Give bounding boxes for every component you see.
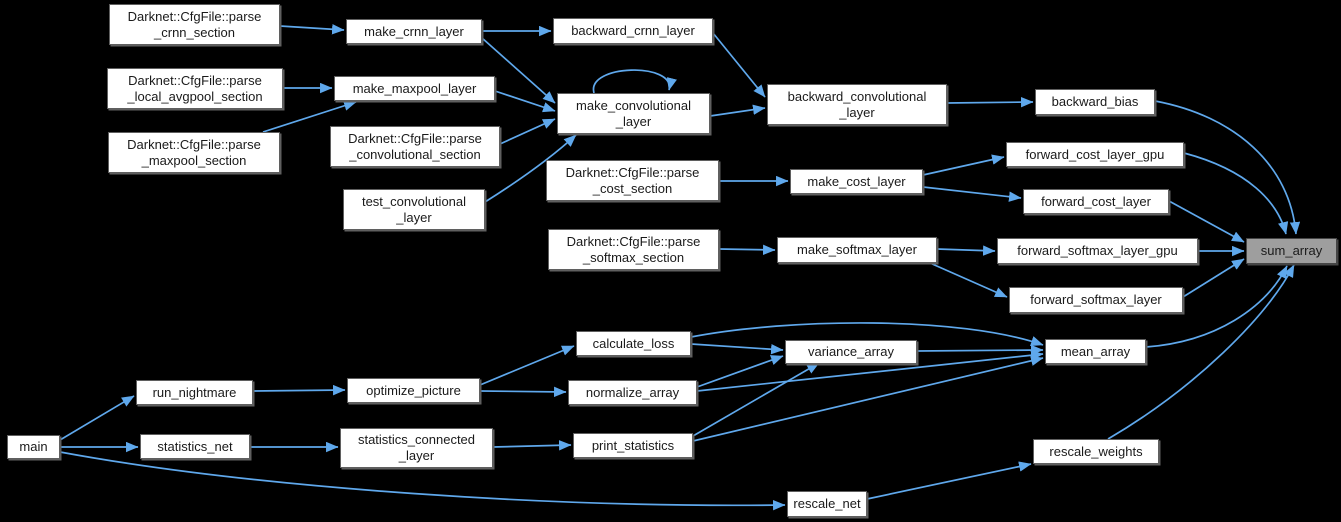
node-variance_array[interactable]: variance_array bbox=[785, 340, 917, 364]
node-optimize_picture[interactable]: optimize_picture bbox=[347, 378, 480, 403]
node-forward_softmax_layer_gpu[interactable]: forward_softmax_layer_gpu bbox=[997, 238, 1198, 264]
edge-mean_array-to-sum_array bbox=[1145, 265, 1288, 348]
edge-optimize_picture-to-calculate_loss bbox=[479, 345, 575, 386]
node-parse_softmax_section[interactable]: Darknet::CfgFile::parse _softmax_section bbox=[548, 229, 719, 270]
edge-make_crnn_layer-to-make_convolutional_layer bbox=[481, 37, 556, 104]
edge-make_maxpool_layer-to-make_convolutional_layer bbox=[494, 90, 556, 113]
edge-backward_crnn_layer-to-backward_convolutional_layer bbox=[712, 32, 766, 98]
node-parse_local_avgpool_section[interactable]: Darknet::CfgFile::parse _local_avgpool_s… bbox=[107, 68, 283, 109]
node-main[interactable]: main bbox=[7, 435, 60, 459]
edge-main-to-rescale_net bbox=[59, 451, 786, 511]
node-parse_maxpool_section[interactable]: Darknet::CfgFile::parse _maxpool_section bbox=[108, 132, 280, 173]
node-parse_convolutional_section[interactable]: Darknet::CfgFile::parse _convolutional_s… bbox=[330, 126, 500, 167]
edge-parse_softmax_section-to-make_softmax_layer bbox=[718, 244, 776, 255]
node-forward_softmax_layer[interactable]: forward_softmax_layer bbox=[1009, 287, 1183, 313]
edge-rescale_net-to-rescale_weights bbox=[866, 461, 1032, 500]
node-make_convolutional_layer[interactable]: make_convolutional _layer bbox=[557, 93, 710, 134]
node-statistics_net[interactable]: statistics_net bbox=[140, 434, 250, 459]
edge-backward_bias-to-sum_array bbox=[1154, 100, 1301, 235]
node-rescale_net[interactable]: rescale_net bbox=[787, 491, 867, 517]
edge-forward_cost_layer-to-sum_array bbox=[1168, 200, 1245, 243]
edge-backward_convolutional_layer-to-backward_bias bbox=[946, 96, 1034, 108]
edge-parse_maxpool_section-to-make_maxpool_layer bbox=[262, 100, 357, 133]
node-test_convolutional_layer[interactable]: test_convolutional _layer bbox=[343, 189, 485, 230]
node-run_nightmare[interactable]: run_nightmare bbox=[136, 380, 253, 405]
edge-calculate_loss-to-variance_array bbox=[690, 343, 784, 355]
edge-run_nightmare-to-optimize_picture bbox=[252, 384, 346, 396]
edge-make_convolutional_layer-to-backward_convolutional_layer bbox=[709, 104, 766, 117]
node-backward_bias[interactable]: backward_bias bbox=[1035, 89, 1155, 115]
edge-rescale_weights-to-sum_array bbox=[1107, 264, 1295, 440]
edge-make_cost_layer-to-forward_cost_layer bbox=[922, 186, 1022, 202]
node-backward_crnn_layer[interactable]: backward_crnn_layer bbox=[553, 18, 713, 44]
node-make_maxpool_layer[interactable]: make_maxpool_layer bbox=[334, 76, 495, 101]
edge-main-to-run_nightmare bbox=[59, 395, 135, 441]
node-backward_convolutional_layer[interactable]: backward_convolutional _layer bbox=[767, 84, 947, 125]
edge-make_softmax_layer-to-forward_softmax_layer bbox=[929, 262, 1008, 298]
edge-normalize_array-to-mean_array bbox=[696, 350, 1044, 392]
node-rescale_weights[interactable]: rescale_weights bbox=[1033, 439, 1159, 464]
node-print_statistics[interactable]: print_statistics bbox=[573, 433, 693, 458]
node-normalize_array[interactable]: normalize_array bbox=[568, 380, 697, 405]
edge-print_statistics-to-variance_array bbox=[692, 362, 820, 437]
edge-make_cost_layer-to-forward_cost_layer_gpu bbox=[922, 154, 1005, 176]
edge-statistics_connected_layer-to-print_statistics bbox=[492, 440, 572, 451]
node-forward_cost_layer[interactable]: forward_cost_layer bbox=[1023, 189, 1169, 214]
edge-calculate_loss-to-mean_array bbox=[690, 322, 1044, 346]
edge-parse_crnn_section-to-make_crnn_layer bbox=[279, 24, 345, 35]
edge-variance_array-to-mean_array bbox=[916, 344, 1044, 356]
node-mean_array[interactable]: mean_array bbox=[1045, 339, 1146, 364]
edge-print_statistics-to-mean_array bbox=[692, 355, 1044, 442]
node-parse_crnn_section[interactable]: Darknet::CfgFile::parse _crnn_section bbox=[109, 4, 280, 45]
edge-make_convolutional_layer-to-make_convolutional_layer bbox=[592, 69, 677, 94]
node-make_crnn_layer[interactable]: make_crnn_layer bbox=[346, 19, 482, 44]
edge-forward_cost_layer_gpu-to-sum_array bbox=[1183, 152, 1289, 235]
node-calculate_loss[interactable]: calculate_loss bbox=[576, 331, 691, 356]
edge-test_convolutional_layer-to-make_convolutional_layer bbox=[484, 134, 577, 203]
node-make_softmax_layer[interactable]: make_softmax_layer bbox=[777, 237, 937, 263]
node-make_cost_layer[interactable]: make_cost_layer bbox=[790, 169, 923, 194]
node-parse_cost_section[interactable]: Darknet::CfgFile::parse _cost_section bbox=[546, 160, 719, 201]
edge-make_softmax_layer-to-forward_softmax_layer_gpu bbox=[936, 245, 996, 256]
node-forward_cost_layer_gpu[interactable]: forward_cost_layer_gpu bbox=[1006, 142, 1184, 167]
edge-forward_softmax_layer-to-sum_array bbox=[1182, 258, 1245, 298]
edge-parse_convolutional_section-to-make_convolutional_layer bbox=[499, 118, 556, 145]
node-sum_array: sum_array bbox=[1246, 238, 1337, 264]
node-statistics_connected_layer[interactable]: statistics_connected _layer bbox=[340, 428, 493, 468]
edge-normalize_array-to-variance_array bbox=[696, 355, 784, 388]
edge-optimize_picture-to-normalize_array bbox=[479, 386, 567, 398]
